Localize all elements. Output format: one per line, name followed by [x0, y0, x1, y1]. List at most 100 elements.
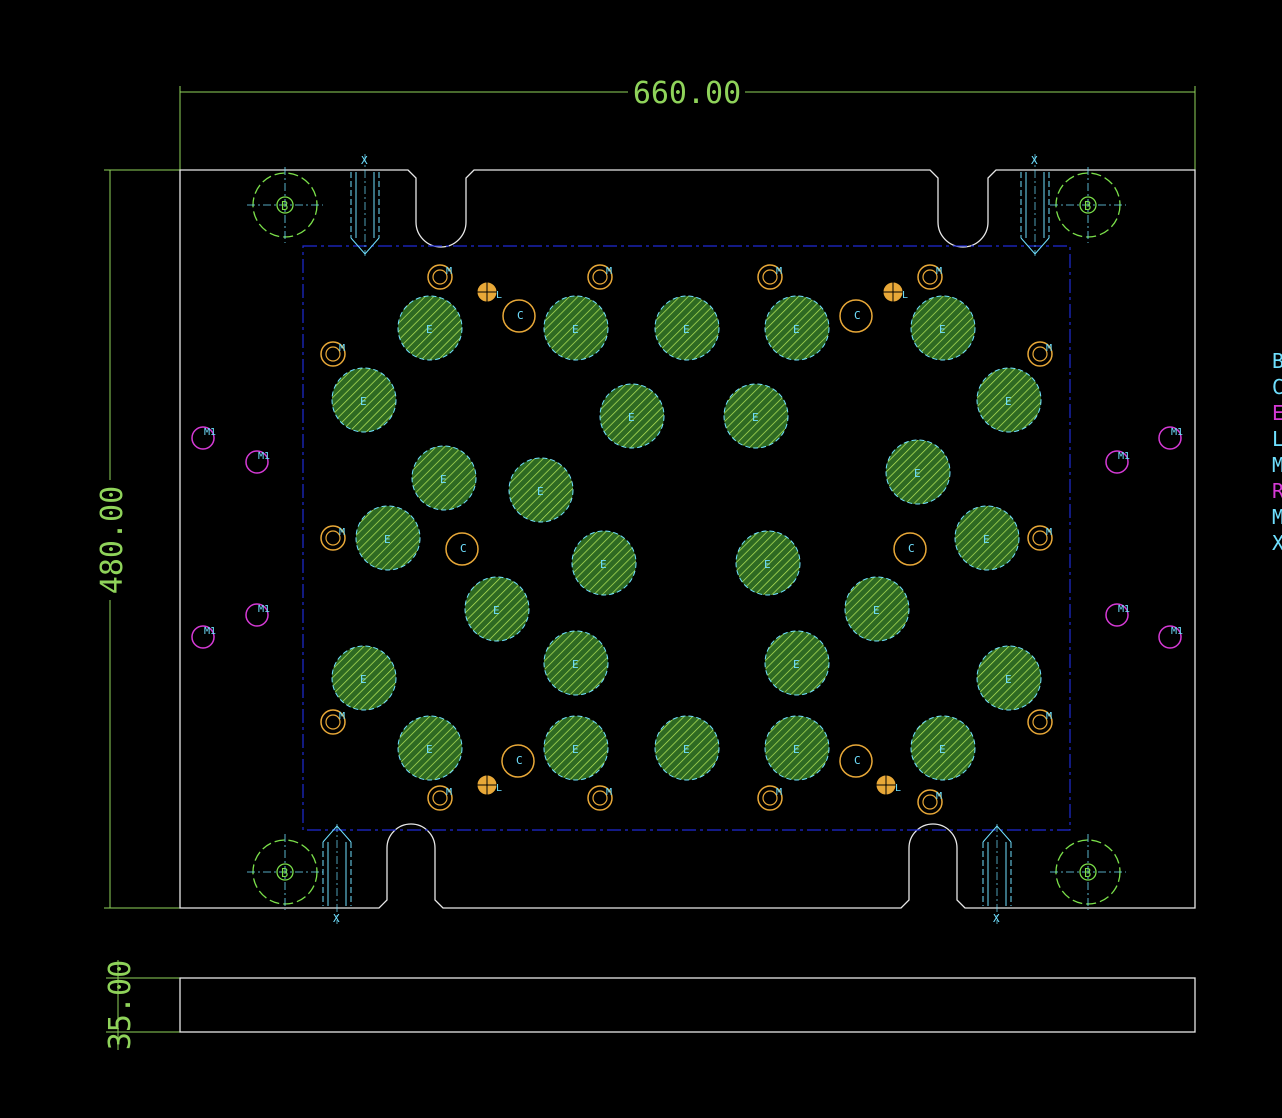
ejector-hole: [464, 576, 530, 642]
m1-hole: [1158, 625, 1182, 649]
ejector-hole: [844, 576, 910, 642]
cooling-hole: [893, 532, 927, 566]
ejector-hole: [543, 295, 609, 361]
ejector-label: E: [683, 743, 690, 756]
screw-label: X: [361, 154, 368, 167]
ejector-label: E: [793, 323, 800, 336]
side-view-outline: [179, 977, 1196, 1033]
mount-hole: [757, 264, 783, 290]
ejector-label: E: [683, 323, 690, 336]
ejector-hole: [411, 445, 477, 511]
mount-hole-inner: [922, 794, 938, 810]
m1-hole: [245, 450, 269, 474]
cooling-label: C: [517, 309, 524, 322]
mount-label: M: [1046, 711, 1052, 722]
ejector-label: E: [914, 467, 921, 480]
m1-hole: [245, 603, 269, 627]
ejector-hole: [735, 530, 801, 596]
mount-label: M: [606, 787, 612, 798]
ejector-hole: [508, 457, 574, 523]
ejector-hole: [355, 505, 421, 571]
cooling-hole: [839, 744, 873, 778]
ejector-label: E: [572, 323, 579, 336]
locator-label: L: [496, 290, 502, 301]
mount-hole: [587, 785, 613, 811]
m1-hole: [1105, 603, 1129, 627]
ejector-hole: [885, 439, 951, 505]
thickness-dimension: [106, 960, 180, 1050]
ejector-label: E: [384, 533, 391, 546]
mount-label: M: [339, 711, 345, 722]
ejector-label: E: [360, 395, 367, 408]
guide-bushing-center: [1079, 863, 1097, 881]
locator-label: L: [496, 783, 502, 794]
cooling-label: C: [908, 542, 915, 555]
mount-label: M: [776, 266, 782, 277]
ejector-hole: [331, 367, 397, 433]
ejector-label: E: [793, 658, 800, 671]
ejector-label: E: [764, 558, 771, 571]
screw-label: X: [333, 912, 340, 925]
ejector-label: E: [793, 743, 800, 756]
ejector-hole: [571, 530, 637, 596]
ejector-label: E: [426, 743, 433, 756]
ejector-hole: [654, 715, 720, 781]
screw-label: X: [993, 912, 1000, 925]
legend-letter: L: [1272, 427, 1282, 451]
m1-hole: [191, 625, 215, 649]
cooling-hole: [839, 299, 873, 333]
mount-hole: [1027, 709, 1053, 735]
ejector-label: E: [572, 658, 579, 671]
cooling-hole: [445, 532, 479, 566]
guide-bushing-center: [1079, 196, 1097, 214]
ejector-hole: [599, 383, 665, 449]
legend-letter: B: [1272, 349, 1282, 373]
ejector-hole: [910, 295, 976, 361]
ejector-label: E: [426, 323, 433, 336]
thickness-dimension-text: 35.00: [103, 960, 138, 1050]
ejector-hole: [976, 645, 1042, 711]
ejector-hole: [764, 630, 830, 696]
ejector-hole: [910, 715, 976, 781]
legend-letter: R: [1272, 479, 1282, 503]
cooling-hole: [501, 744, 535, 778]
guide-bushing-center: [276, 196, 294, 214]
mount-label: M: [446, 266, 452, 277]
guide-label: B: [1084, 199, 1091, 213]
mount-hole-inner: [325, 530, 341, 546]
m1-label: M1: [1171, 626, 1183, 637]
mount-hole: [427, 785, 453, 811]
mount-label: M: [1046, 343, 1052, 354]
m1-label: M1: [258, 604, 270, 615]
mount-hole-inner: [325, 346, 341, 362]
locator-label: L: [895, 783, 901, 794]
screw-label: X: [1031, 154, 1038, 167]
ejector-hole: [976, 367, 1042, 433]
mount-hole: [320, 525, 346, 551]
legend-letter: E: [1272, 401, 1282, 425]
m1-label: M1: [1118, 451, 1130, 462]
guide-label: B: [281, 199, 288, 213]
mount-hole-inner: [592, 790, 608, 806]
ejector-label: E: [983, 533, 990, 546]
ejector-label: E: [1005, 395, 1012, 408]
legend-letter: X: [1272, 531, 1282, 555]
mount-hole: [320, 709, 346, 735]
mount-label: M: [339, 343, 345, 354]
pocket-boundary: [302, 245, 1071, 831]
ejector-hole: [543, 715, 609, 781]
guide-label: B: [281, 866, 288, 880]
width-dimension-text: 660.00: [633, 76, 741, 111]
mount-hole: [587, 264, 613, 290]
cooling-label: C: [460, 542, 467, 555]
mount-hole-inner: [325, 714, 341, 730]
mount-label: M: [936, 266, 942, 277]
m1-label: M1: [204, 427, 216, 438]
cooling-label: C: [854, 754, 861, 767]
legend-letter: C: [1272, 375, 1282, 399]
legend-letter: M: [1272, 505, 1282, 529]
m1-label: M1: [1118, 604, 1130, 615]
